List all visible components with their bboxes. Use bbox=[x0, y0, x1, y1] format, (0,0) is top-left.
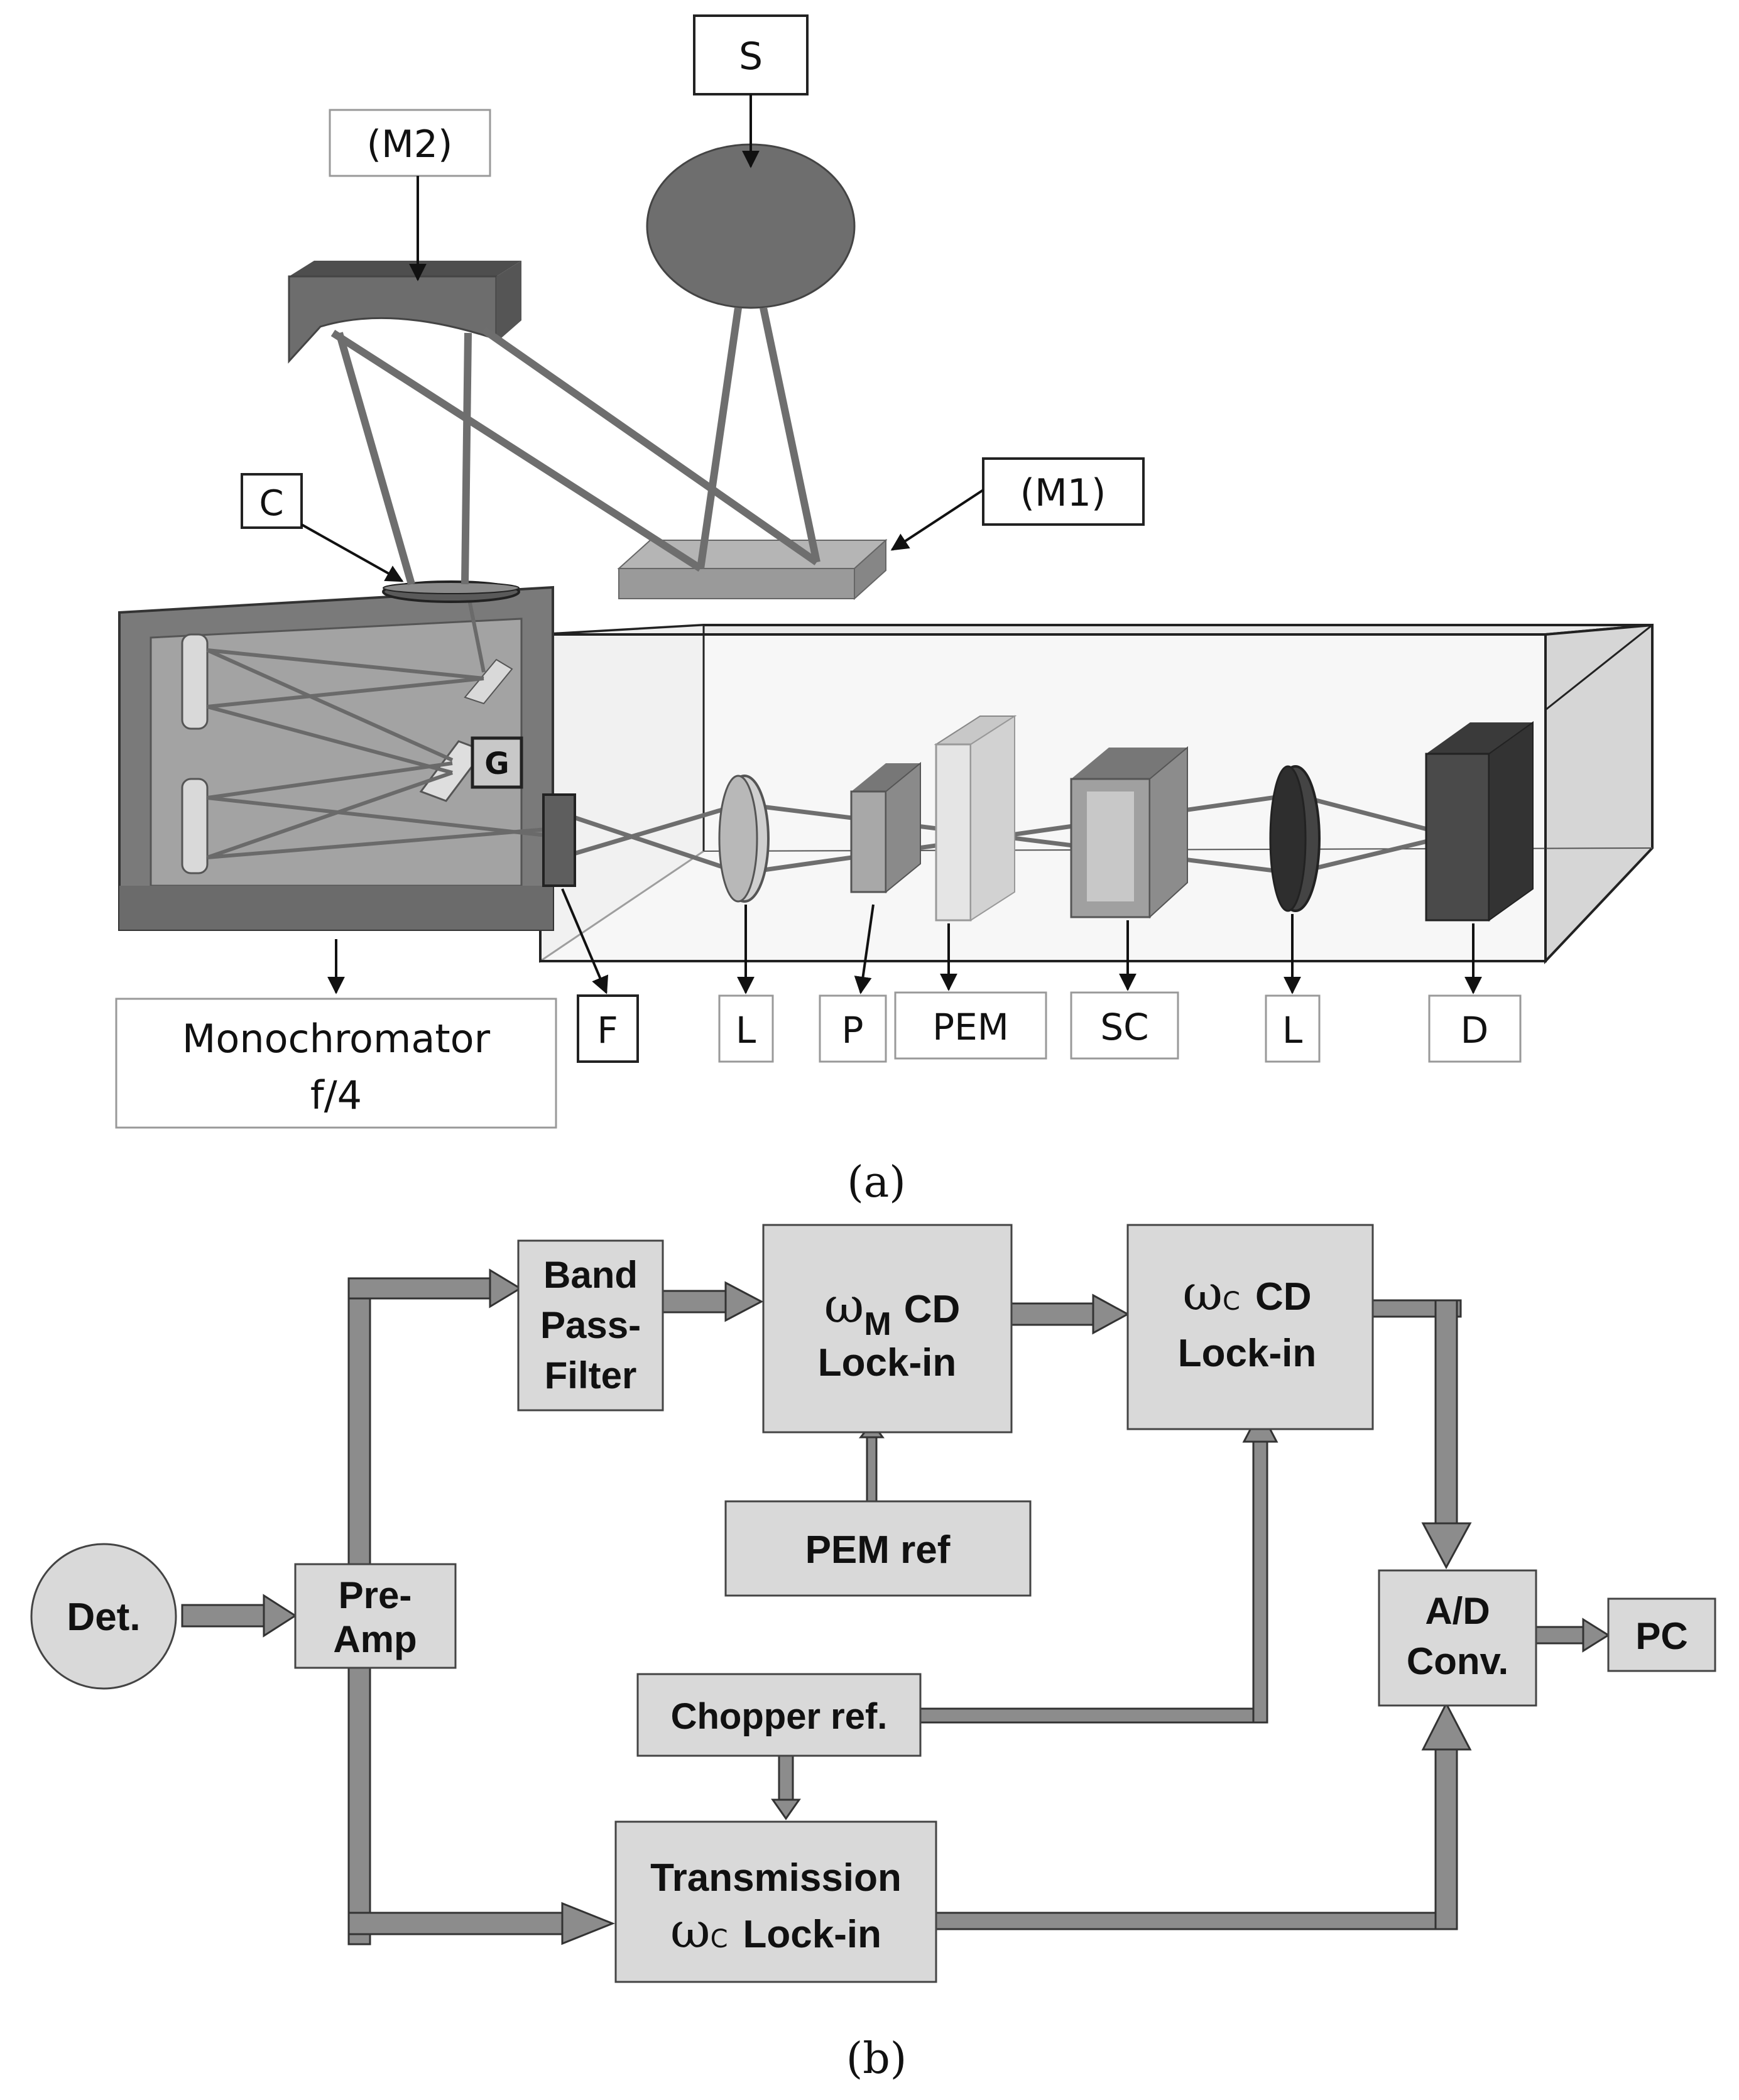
wc-cd: CD bbox=[1255, 1275, 1312, 1319]
detector-d bbox=[1425, 721, 1534, 922]
label-f-box: F bbox=[577, 994, 639, 1063]
ad-line1: A/D bbox=[1425, 1590, 1490, 1632]
label-g: G bbox=[484, 746, 509, 781]
beam-paths-top bbox=[330, 307, 820, 585]
label-sc-box: SC bbox=[1070, 991, 1179, 1060]
chopper-ref-block: Chopper ref. bbox=[636, 1673, 922, 1757]
lens-l1 bbox=[718, 775, 770, 903]
wc-cd-lockin-block: ωC CD Lock-in bbox=[1126, 1224, 1374, 1430]
photoelastic-modulator bbox=[934, 715, 1017, 922]
label-sc: SC bbox=[1100, 1006, 1148, 1048]
wm-cd-title: ωM CD bbox=[824, 1278, 961, 1342]
wm-subscript: M bbox=[864, 1306, 891, 1342]
wc-subscript: C bbox=[1223, 1287, 1240, 1316]
label-l1: L bbox=[736, 1009, 756, 1052]
transmission-line1: Transmission bbox=[650, 1856, 902, 1900]
sample-compartment bbox=[539, 623, 1654, 965]
label-c: C bbox=[259, 483, 283, 524]
mirror-m2 bbox=[288, 261, 521, 364]
ad-conv-block: A/D Conv. bbox=[1378, 1569, 1537, 1707]
trans-symbol: ω bbox=[670, 1903, 711, 1959]
pointer-arrows bbox=[301, 94, 1482, 994]
bandpass-line3: Filter bbox=[545, 1354, 637, 1396]
panel-a: S (M2) (M1) C G Monochromator f/4 F bbox=[115, 14, 1654, 1207]
wm-cd-lockin-block: ωM CD Lock-in bbox=[762, 1224, 1013, 1434]
label-p-box: P bbox=[819, 994, 887, 1063]
chopper-c bbox=[382, 580, 520, 603]
label-mono-line1: Monochromator bbox=[182, 1016, 491, 1062]
preamp-line2: Amp bbox=[333, 1618, 417, 1660]
label-l1-box: L bbox=[718, 994, 774, 1063]
pc-block: PC bbox=[1607, 1597, 1716, 1672]
label-c-box: C bbox=[241, 473, 303, 529]
sample-cell-sc bbox=[1070, 746, 1188, 919]
pem-ref-label: PEM ref bbox=[805, 1528, 951, 1572]
source-lamp bbox=[646, 143, 856, 309]
wm-symbol: ω bbox=[824, 1278, 864, 1334]
polarizer-p bbox=[850, 761, 921, 894]
label-m2-box: (M2) bbox=[329, 109, 491, 177]
label-mono-line2: f/4 bbox=[310, 1072, 362, 1118]
wc-symbol: ω bbox=[1182, 1265, 1223, 1322]
label-m1-box: (M1) bbox=[982, 457, 1145, 526]
filter-f bbox=[542, 793, 576, 887]
label-mono-box: Monochromator f/4 bbox=[115, 998, 557, 1129]
ad-line2: Conv. bbox=[1407, 1640, 1508, 1682]
preamp-block: Pre- Amp bbox=[294, 1563, 457, 1669]
pem-ref-block: PEM ref bbox=[724, 1500, 1032, 1597]
wc-cd-title: ωC CD bbox=[1182, 1265, 1311, 1322]
bandpass-line1: Band bbox=[543, 1254, 638, 1296]
transmission-block: Transmission ωC Lock-in bbox=[614, 1820, 937, 1983]
chopper-ref-label: Chopper ref. bbox=[671, 1696, 888, 1737]
bandpass-line2: Pass- bbox=[540, 1304, 641, 1346]
label-s: S bbox=[739, 35, 763, 79]
beam-paths-compartment bbox=[570, 792, 1452, 876]
label-m1: (M1) bbox=[1020, 471, 1106, 515]
signal-paths bbox=[181, 1268, 1610, 1945]
transmission-line2: ωC Lock-in bbox=[670, 1903, 881, 1959]
label-m2: (M2) bbox=[367, 122, 453, 166]
monochromator-housing bbox=[118, 585, 554, 931]
label-d-box: D bbox=[1428, 994, 1522, 1063]
bandpass-block: Band Pass- Filter bbox=[517, 1239, 664, 1412]
label-l2-box: L bbox=[1265, 994, 1321, 1063]
mirror-m1 bbox=[617, 538, 888, 601]
wm-lockin: Lock-in bbox=[818, 1341, 956, 1385]
label-pem: PEM bbox=[932, 1006, 1009, 1048]
label-pem-box: PEM bbox=[894, 991, 1047, 1060]
label-p: P bbox=[842, 1009, 864, 1052]
label-d: D bbox=[1461, 1009, 1489, 1052]
wc-lockin: Lock-in bbox=[1178, 1332, 1316, 1375]
det-node: Det. bbox=[30, 1543, 177, 1690]
wm-cd: CD bbox=[904, 1288, 961, 1331]
trans-lockin: Lock-in bbox=[743, 1913, 881, 1956]
caption-b: (b) bbox=[846, 2034, 907, 2084]
label-g-box: G bbox=[471, 736, 523, 789]
det-label: Det. bbox=[67, 1596, 140, 1639]
pc-label: PC bbox=[1635, 1615, 1687, 1657]
label-s-box: S bbox=[693, 14, 809, 95]
label-f: F bbox=[597, 1009, 618, 1052]
preamp-line1: Pre- bbox=[339, 1574, 412, 1616]
label-l2: L bbox=[1282, 1009, 1302, 1052]
caption-a: (a) bbox=[847, 1158, 906, 1207]
trans-subscript: C bbox=[711, 1925, 728, 1954]
lens-l2 bbox=[1269, 765, 1321, 912]
